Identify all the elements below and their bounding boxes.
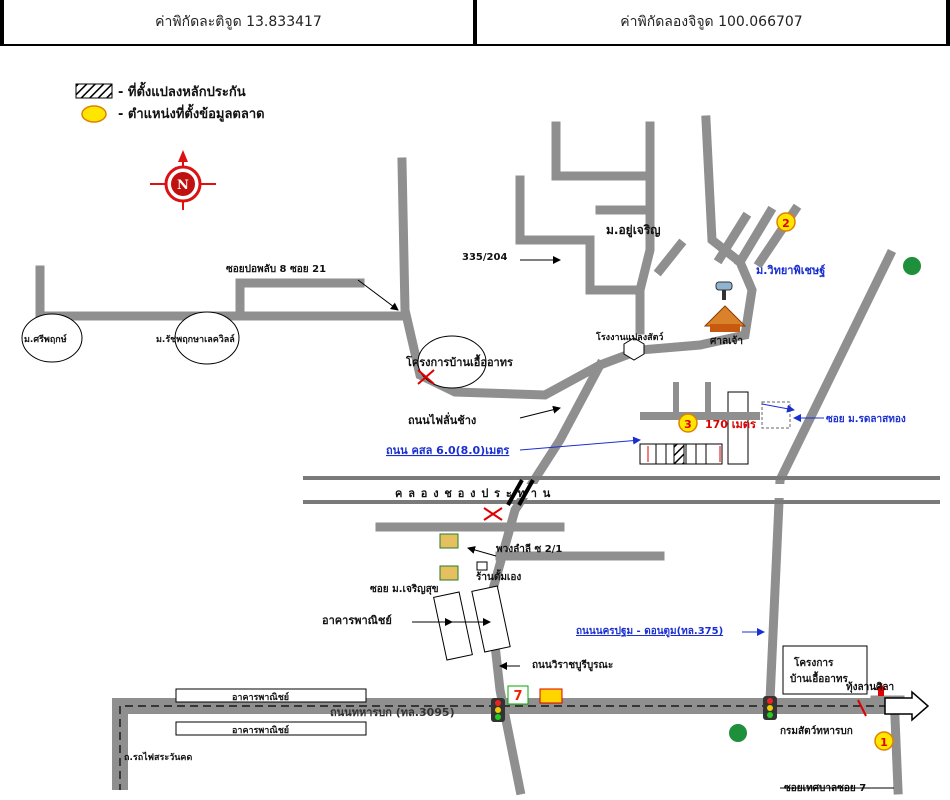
traffic-light-icon <box>491 698 505 722</box>
svg-text:3: 3 <box>684 418 692 431</box>
market-marker-1: 1 <box>874 731 894 751</box>
plot-area: 170 เมตร <box>639 382 791 465</box>
soi-right-label: ซอย ม.รดลาสทอง <box>826 414 906 425</box>
medical-icon <box>901 255 923 277</box>
location-map: - ที่ตั้งแปลงหลักประกัน - ตำแหน่งที่ตั้ง… <box>21 81 940 796</box>
temple-icon <box>875 684 887 696</box>
cross-marks <box>417 369 867 717</box>
ratchaphruek-label: ม.รัชพฤกษาเลควิลล์ <box>156 333 235 345</box>
building-block <box>782 645 868 695</box>
address-label: 335/204 <box>462 252 507 263</box>
building-bottom-label: อาคารพาณิชย์ <box>232 724 289 736</box>
latitude-value: ค่าพิกัดละติจูด 13.833417 <box>0 0 477 46</box>
building-left-label: อาคารพาณิชย์ <box>322 614 392 627</box>
soi-charoen-label: ซอย ม.เจริญสุข <box>370 583 439 595</box>
octagon-marker <box>623 337 645 361</box>
market-marker-3: 3 <box>678 413 698 433</box>
svg-text:2: 2 <box>782 217 790 230</box>
building-block <box>433 591 473 661</box>
factory-label: โรงงานแปลงสัตว์ <box>595 331 663 343</box>
medical-icon <box>727 722 749 744</box>
hatched-plot-icon <box>673 443 685 465</box>
seven-eleven-icon <box>507 685 529 705</box>
bridge-mark <box>517 479 535 506</box>
building-block <box>471 585 511 653</box>
coordinate-bar: ค่าพิกัดละติจูด 13.833417 ค่าพิกัดลองจิจ… <box>0 0 950 46</box>
project-right-label-1: โครงการ <box>793 656 834 669</box>
village-circle <box>417 335 487 389</box>
soi-plub-label: ซอยปอพลับ 8 ซอย 21 <box>226 263 326 275</box>
road-concrete-label: ถนน คสล 6.0(8.0)เมตร <box>386 444 509 457</box>
gas-station-icon <box>539 688 563 704</box>
map-legend: - ที่ตั้งแปลงหลักประกัน - ตำแหน่งที่ตั้ง… <box>75 81 265 123</box>
village-top-label: ม.อยู่เจริญ <box>606 223 661 238</box>
village-circle <box>21 313 83 363</box>
building-top-label: อาคารพาณิชย์ <box>232 691 289 703</box>
longitude-value: ค่าพิกัดลองจิจูด 100.066707 <box>477 0 950 46</box>
seven-eleven-label: 7 <box>513 689 522 704</box>
road-nakhon-label: ถนนนครปฐม - ดอนตูม(ทล.375) <box>576 625 723 638</box>
svg-text:1: 1 <box>880 736 888 749</box>
market-marker-2: 2 <box>776 212 796 232</box>
railway-label: ถ.รถไฟสระวันคด <box>124 751 192 763</box>
road-wiraj-label: ถนนวิราชบูรีบูรณะ <box>532 659 613 672</box>
main-road: ถนนทหารบก (ทล.3095) <box>112 690 930 790</box>
shrine-label: ศาลเจ้า <box>710 335 743 347</box>
market-marker-icon <box>81 105 107 123</box>
bus-icon <box>439 533 459 549</box>
sriphruk-label: ม.ศรีพฤกษ์ <box>24 333 67 345</box>
project-left-label: โครงการบ้านเอื้ออาทร <box>405 354 513 369</box>
compass-letter: N <box>177 178 189 193</box>
village-blue-label: ม.วิทยาพิเชษฐ์ <box>756 264 825 278</box>
direction-arrow-icon <box>884 690 930 722</box>
distance-label: 170 เมตร <box>705 418 756 431</box>
shrine-icon <box>703 281 747 332</box>
canal <box>303 476 940 504</box>
project-right-label-2: บ้านเอื้ออาทร <box>790 671 848 685</box>
traffic-light-icon <box>763 696 777 720</box>
bridge-mark <box>506 479 524 506</box>
school-label: ทุ้งลานศิลา <box>846 681 894 693</box>
building-block <box>175 721 367 736</box>
building-block <box>175 688 367 703</box>
army-label: กรมสัตว์ทหารบก <box>780 725 853 737</box>
road-fai-label: ถนนไฟลั่นช้าง <box>408 412 476 427</box>
village-circle <box>174 311 240 365</box>
phuang-label: พวงลำลี ซ 2/1 <box>496 543 562 555</box>
hatched-plot-icon <box>75 83 113 99</box>
legend-market-label: - ตำแหน่งที่ตั้งข้อมูลตลาด <box>118 103 265 122</box>
bus-icon <box>439 565 459 581</box>
compass-icon: N <box>150 150 216 210</box>
legend-plot-label: - ที่ตั้งแปลงหลักประกัน <box>118 81 246 100</box>
main-road-label: ถนนทหารบก (ทล.3095) <box>330 706 455 719</box>
shop-label: ร้านตั้มเอง <box>476 569 521 583</box>
